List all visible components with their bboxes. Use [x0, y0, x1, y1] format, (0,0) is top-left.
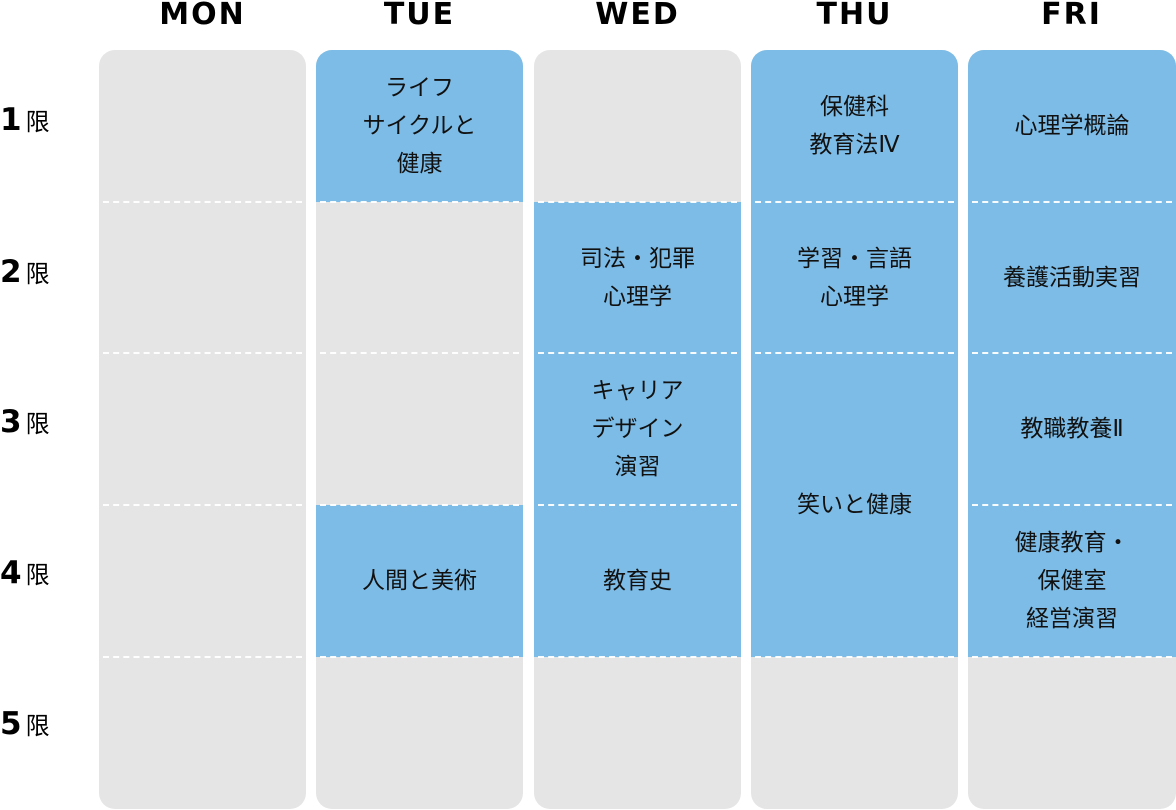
period-number: 2 — [0, 254, 22, 290]
day-header-wed: WED — [595, 0, 680, 32]
class-fri-4[interactable]: 健康教育・ 保健室 経営演習 — [968, 505, 1176, 657]
period-divider — [103, 201, 302, 203]
period-divider — [972, 352, 1172, 354]
slot-mon-5[interactable] — [99, 657, 306, 809]
period-divider — [755, 656, 954, 658]
slot-tue-3[interactable] — [316, 353, 523, 505]
column-wed: 司法・犯罪 心理学 キャリア デザイン 演習 教育史 — [534, 50, 741, 809]
period-divider — [320, 352, 519, 354]
day-header-tue: TUE — [383, 0, 456, 32]
period-label-2: 2 限 — [0, 254, 90, 294]
slot-tue-2[interactable] — [316, 202, 523, 353]
class-thu-2[interactable]: 学習・言語 心理学 — [751, 202, 958, 353]
period-divider — [320, 656, 519, 658]
period-number: 4 — [0, 555, 22, 591]
period-number: 1 — [0, 102, 22, 138]
column-tue: ライフ サイクルと 健康 人間と美術 — [316, 50, 523, 809]
column-thu: 保健科 教育法Ⅳ 学習・言語 心理学 笑いと健康 — [751, 50, 958, 809]
slot-mon-3[interactable] — [99, 353, 306, 505]
period-number: 3 — [0, 404, 22, 440]
period-divider — [538, 201, 737, 203]
period-label-4: 4 限 — [0, 555, 90, 595]
class-fri-3[interactable]: 教職教養Ⅱ — [968, 353, 1176, 505]
period-divider — [103, 504, 302, 506]
slot-fri-5[interactable] — [968, 657, 1176, 809]
day-header-fri: FRI — [1041, 0, 1102, 32]
period-divider — [972, 656, 1172, 658]
class-fri-2[interactable]: 養護活動実習 — [968, 202, 1176, 353]
period-suffix: 限 — [25, 410, 50, 438]
period-suffix: 限 — [25, 561, 50, 589]
period-divider — [972, 504, 1172, 506]
period-divider — [320, 504, 519, 506]
column-fri: 心理学概論 養護活動実習 教職教養Ⅱ 健康教育・ 保健室 経営演習 — [968, 50, 1176, 809]
period-label-3: 3 限 — [0, 404, 90, 444]
period-divider — [538, 504, 737, 506]
class-wed-4[interactable]: 教育史 — [534, 505, 741, 657]
period-suffix: 限 — [25, 712, 50, 740]
slot-mon-2[interactable] — [99, 202, 306, 353]
class-tue-4[interactable]: 人間と美術 — [316, 505, 523, 657]
day-header-thu: THU — [816, 0, 893, 32]
period-label-1: 1 限 — [0, 102, 90, 142]
period-divider — [972, 201, 1172, 203]
period-suffix: 限 — [25, 108, 50, 136]
class-fri-1[interactable]: 心理学概論 — [968, 50, 1176, 202]
period-divider — [103, 352, 302, 354]
class-thu-3-4[interactable]: 笑いと健康 — [751, 353, 958, 657]
period-label-5: 5 限 — [0, 706, 90, 746]
class-wed-3[interactable]: キャリア デザイン 演習 — [534, 353, 741, 505]
slot-mon-1[interactable] — [99, 50, 306, 202]
period-divider — [103, 656, 302, 658]
slot-mon-4[interactable] — [99, 505, 306, 657]
period-divider — [755, 201, 954, 203]
day-header-mon: MON — [159, 0, 246, 32]
period-divider — [755, 352, 954, 354]
period-divider — [538, 656, 737, 658]
period-divider — [320, 201, 519, 203]
slot-wed-5[interactable] — [534, 657, 741, 809]
class-tue-1[interactable]: ライフ サイクルと 健康 — [316, 50, 523, 202]
slot-thu-5[interactable] — [751, 657, 958, 809]
period-number: 5 — [0, 706, 22, 742]
slot-wed-1[interactable] — [534, 50, 741, 202]
class-wed-2[interactable]: 司法・犯罪 心理学 — [534, 202, 741, 353]
period-suffix: 限 — [25, 260, 50, 288]
column-mon — [99, 50, 306, 809]
class-thu-1[interactable]: 保健科 教育法Ⅳ — [751, 50, 958, 202]
slot-tue-5[interactable] — [316, 657, 523, 809]
period-divider — [538, 352, 737, 354]
